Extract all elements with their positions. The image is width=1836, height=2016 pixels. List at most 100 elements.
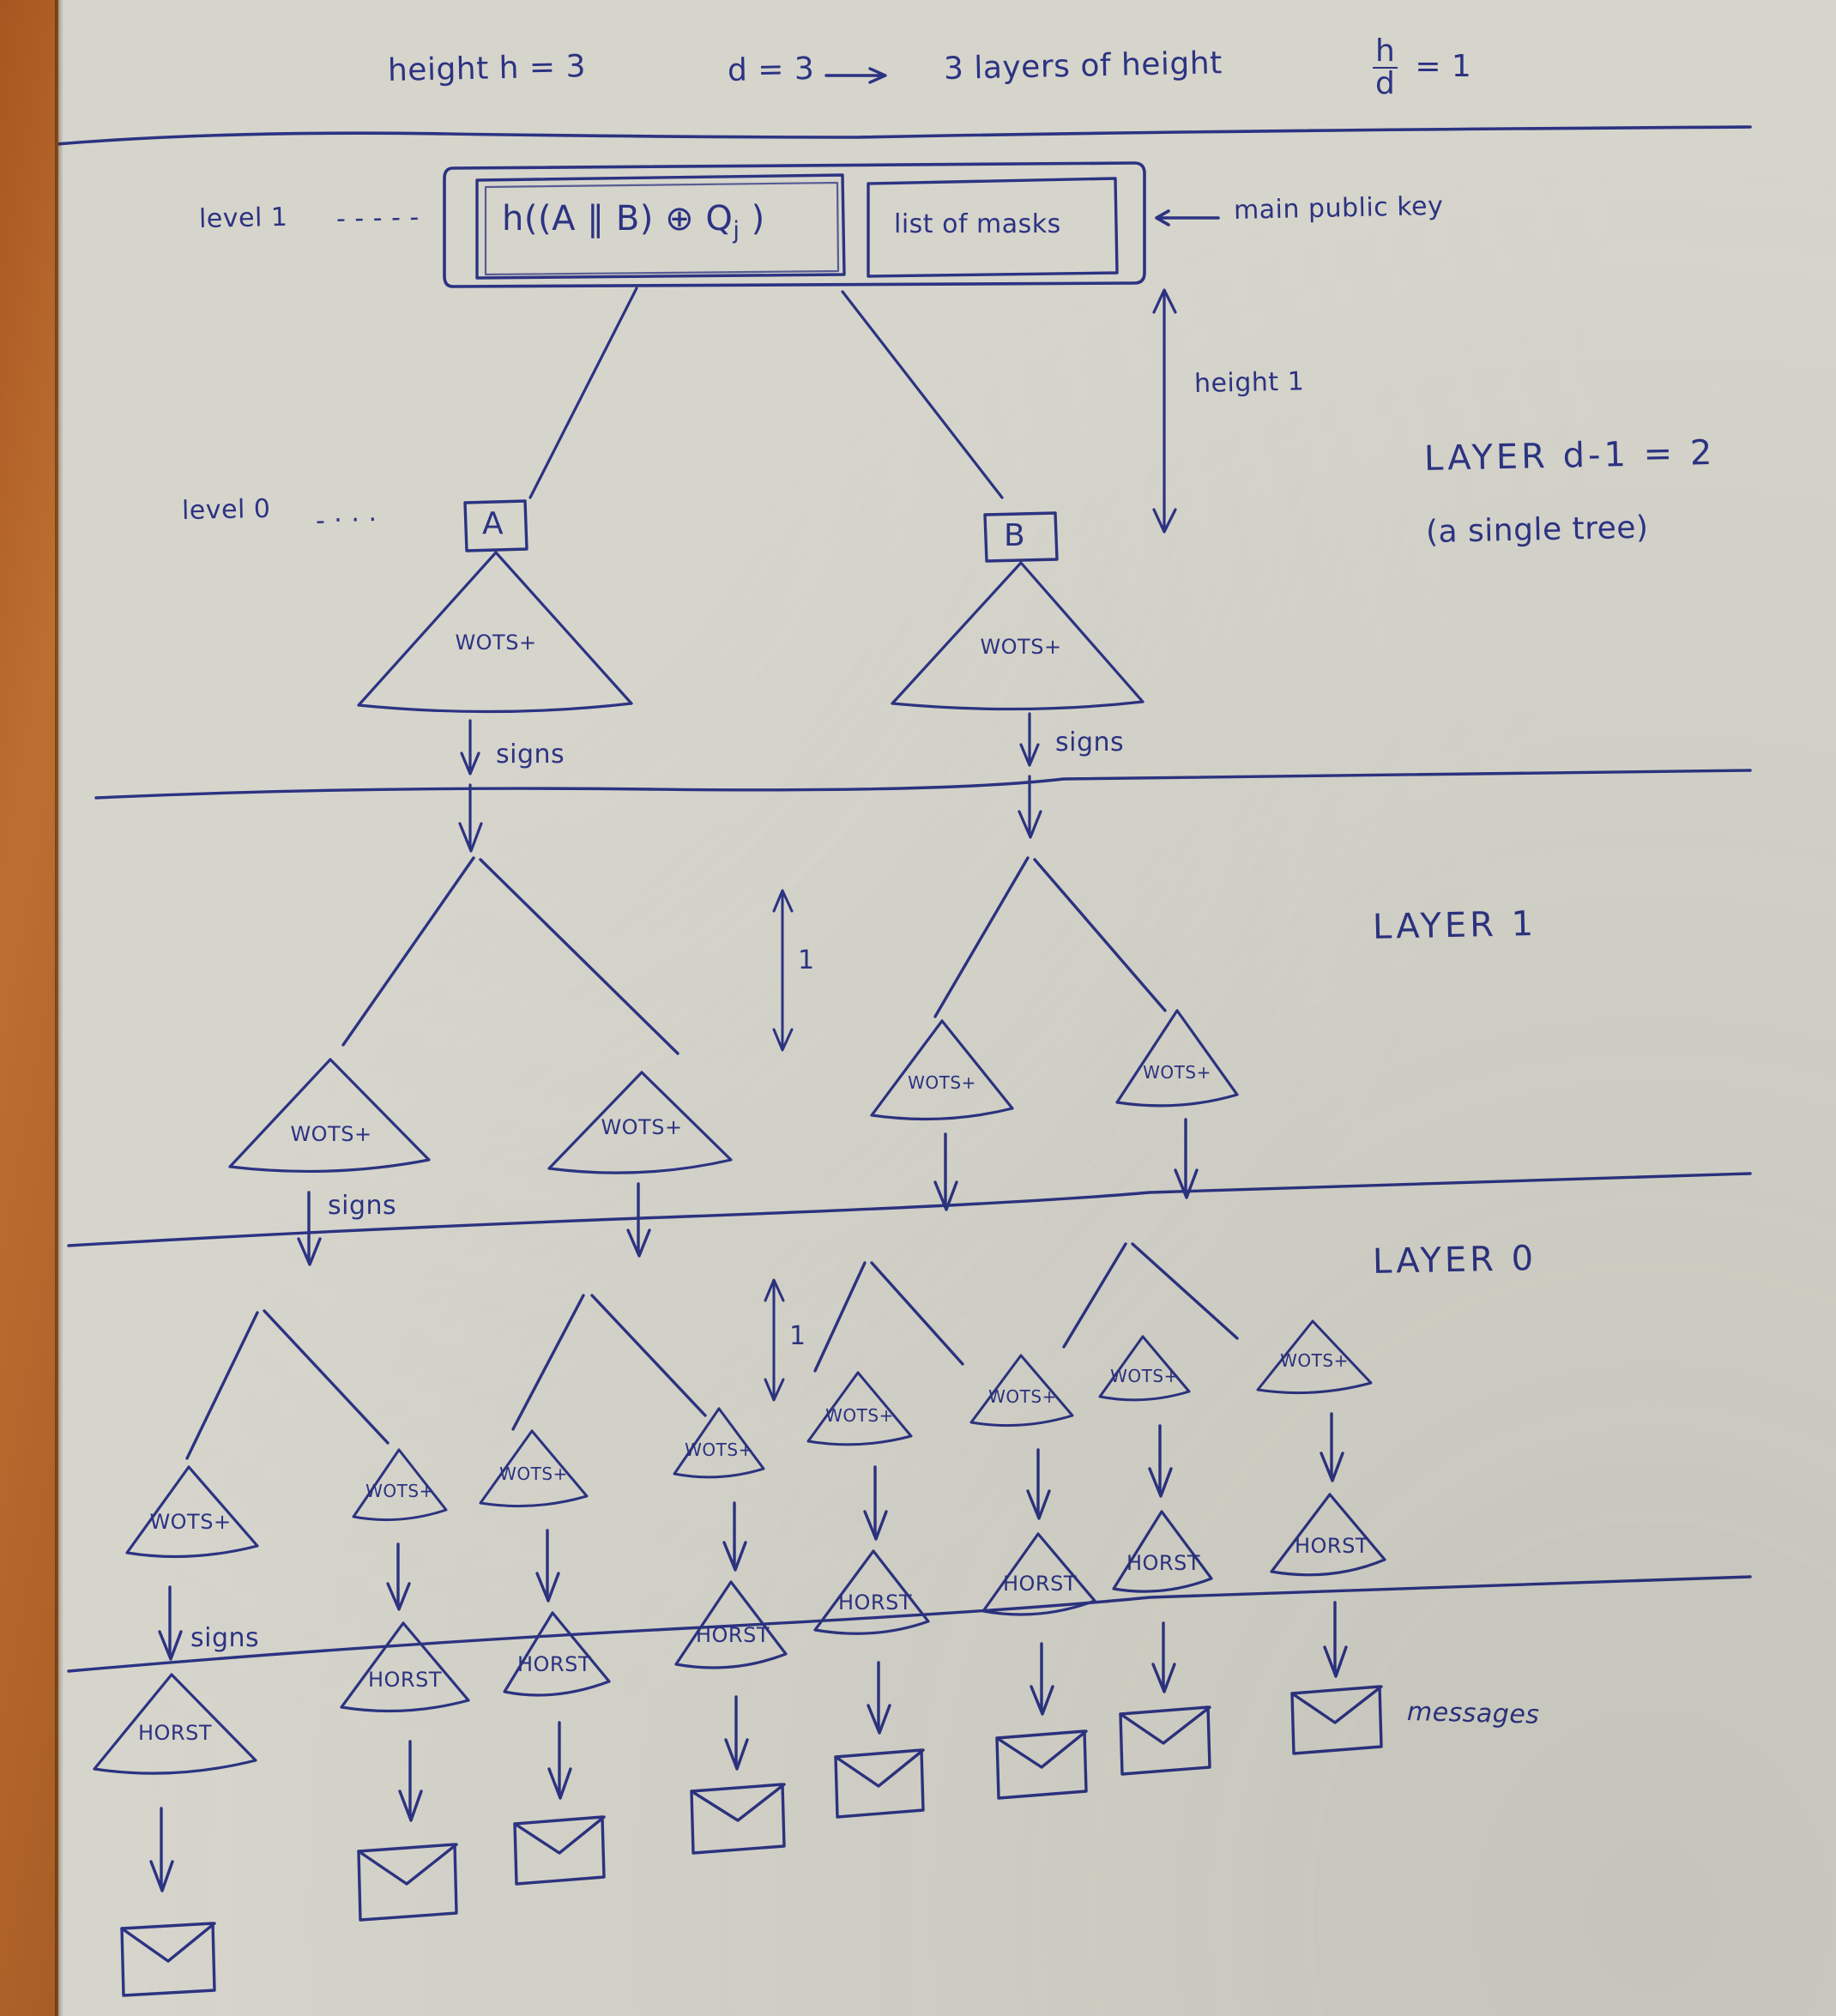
height-1-double-arrow: [1152, 288, 1177, 534]
signs-arrow-l0-6: [1026, 1448, 1051, 1520]
horst-label-8: HORST: [1294, 1534, 1369, 1558]
wots-label-a: WOTS+: [455, 631, 537, 655]
fraction-numerator: h: [1373, 36, 1398, 69]
wots-trapezoid-a: [357, 551, 633, 714]
signs-arrow-b-top: [1019, 712, 1040, 767]
edge-root-to-b: [841, 290, 1004, 499]
height-1-label: height 1: [1193, 366, 1305, 399]
horst-triangle-1: [93, 1673, 257, 1775]
horst-triangle-8: [1270, 1493, 1386, 1577]
signs-label-a: signs: [496, 739, 565, 770]
signs-label-l0: signs: [190, 1623, 260, 1653]
wots-label-l0-4: WOTS+: [685, 1440, 753, 1460]
horst-triangle-5: [813, 1549, 930, 1635]
layer-middle-label: LAYER 1: [1372, 904, 1537, 947]
height-one-arrow-layer1: [772, 889, 794, 1052]
wots-label-l1-1: WOTS+: [290, 1122, 372, 1146]
edge-l0-t4-a: [1062, 1242, 1127, 1349]
hash-formula-head: h((A ‖ B) ⊕ Q: [502, 199, 734, 238]
wots-triangle-l1-2: [547, 1071, 733, 1174]
signs-arrow-l1-2: [626, 1182, 651, 1258]
list-of-masks-label: list of masks: [894, 209, 1061, 239]
signs-arrow-a-bottom: [458, 783, 483, 853]
public-key-outer-box: [443, 161, 1146, 288]
wots-triangle-l1-3: [870, 1019, 1014, 1121]
envelope-group: [120, 1685, 1383, 1997]
wots-label-l0-5: WOTS+: [825, 1405, 894, 1426]
divider-line-2: [94, 769, 1752, 800]
level-0-label: level 0: [181, 493, 271, 526]
wots-triangle-l1-1: [228, 1058, 431, 1174]
layer-bottom-label: LAYER 0: [1372, 1239, 1537, 1282]
signs-arrow-l1-3: [933, 1132, 958, 1211]
height-one-arrow-layer0: [764, 1278, 785, 1402]
wooden-desk-edge: [0, 0, 63, 2016]
hash-formula-subscript: j: [733, 217, 740, 244]
horst-label-7: HORST: [1126, 1551, 1201, 1575]
signs-arrow-l1-1: [297, 1191, 322, 1266]
wots-triangle-l1-4: [1115, 1009, 1239, 1108]
arrow-horst-msg-5: [867, 1661, 891, 1735]
wots-triangle-l0-4: [673, 1407, 765, 1479]
node-a-box: [463, 499, 528, 552]
signs-arrow-l0-2: [386, 1542, 411, 1611]
hash-formula-tail: ): [740, 199, 765, 238]
wots-triangle-l0-2: [352, 1448, 448, 1522]
signs-arrow-l0-7: [1148, 1424, 1173, 1498]
signs-label-b: signs: [1055, 727, 1125, 758]
header-height-label: height h = 3: [387, 49, 587, 88]
arrow-horst-msg-4: [724, 1695, 749, 1771]
header-fraction: h d = 1: [1373, 36, 1471, 100]
divider-line-1: [55, 125, 1752, 146]
wots-triangle-l0-5: [806, 1371, 913, 1446]
horst-label-1: HORST: [137, 1721, 213, 1745]
node-a-label: A: [482, 506, 504, 541]
hash-formula-box-inner: [484, 181, 840, 276]
hash-formula-text: h((A ‖ B) ⊕ Qj ): [502, 199, 765, 244]
horst-label-2: HORST: [367, 1668, 443, 1692]
horst-label-3: HORST: [516, 1652, 592, 1676]
edge-l1-left-a: [341, 856, 475, 1047]
edge-l0-t3-a: [813, 1261, 867, 1373]
edge-l0-t2-b: [590, 1294, 707, 1417]
divider-line-4: [67, 1575, 1752, 1673]
edge-l0-t3-b: [870, 1261, 964, 1366]
divider-line-3: [67, 1172, 1752, 1247]
edge-l0-t2-a: [511, 1294, 585, 1431]
arrow-horst-msg-7: [1151, 1621, 1176, 1693]
height-one-label-layer0: 1: [789, 1321, 806, 1351]
header-d-label: d = 3: [727, 51, 815, 88]
wots-label-l0-6: WOTS+: [988, 1386, 1057, 1407]
wots-trapezoid-b: [891, 561, 1144, 711]
signs-arrow-l1-4: [1174, 1118, 1199, 1199]
messages-label: messages: [1406, 1697, 1540, 1730]
level-1-dots: - - - - -: [335, 202, 420, 234]
horst-triangle-3: [503, 1611, 611, 1697]
wots-triangle-l0-7: [1098, 1335, 1191, 1402]
signs-arrow-l0-1: [158, 1585, 183, 1661]
signs-arrow-a-top: [460, 719, 480, 776]
wots-label-l1-4: WOTS+: [1143, 1062, 1211, 1083]
edge-l0-t1-a: [185, 1311, 259, 1460]
level-1-label: level 1: [198, 202, 288, 234]
header-layers-label: 3 layers of height: [943, 45, 1223, 87]
masks-box: [867, 177, 1119, 278]
header-arrow: [824, 67, 887, 84]
signs-arrow-l0-3: [535, 1529, 560, 1603]
signs-arrow-l0-8: [1320, 1412, 1344, 1482]
arrow-horst-msg-1: [149, 1807, 174, 1892]
wots-label-l1-2: WOTS+: [601, 1115, 683, 1139]
wots-label-l1-3: WOTS+: [908, 1072, 976, 1093]
horst-triangle-6: [981, 1532, 1096, 1616]
arrow-horst-msg-6: [1030, 1642, 1054, 1716]
wots-triangle-l0-1: [125, 1465, 259, 1559]
node-b-box: [983, 511, 1059, 563]
wots-triangle-l0-8: [1256, 1319, 1373, 1395]
signs-arrow-l0-5: [863, 1465, 888, 1541]
layer-top-label: LAYER d-1 = 2: [1423, 432, 1716, 479]
horst-label-5: HORST: [837, 1590, 913, 1615]
main-public-key-arrow: [1155, 209, 1220, 226]
horst-label-6: HORST: [1002, 1572, 1078, 1596]
